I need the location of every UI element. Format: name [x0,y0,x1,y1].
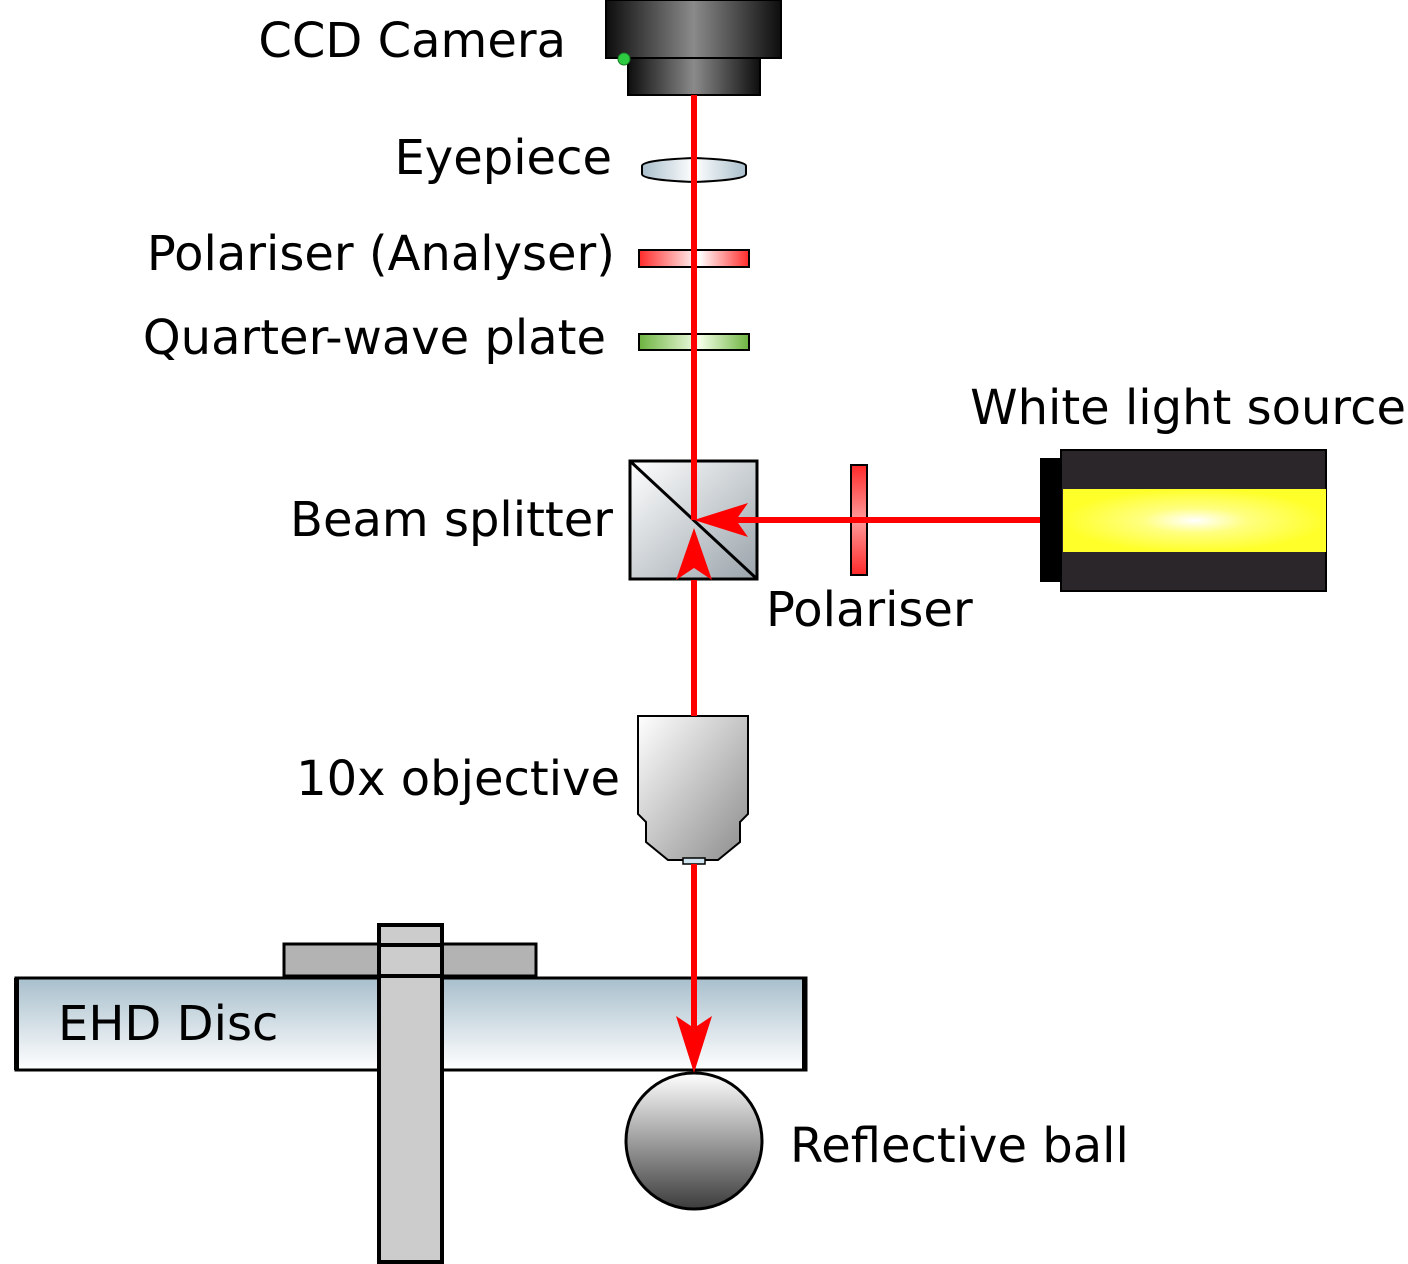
beam-arrow-left [694,503,748,537]
ball-label: Reflective ball [790,1118,1129,1174]
beam-splitter-label: Beam splitter [290,492,613,548]
reflective-ball [624,1071,764,1211]
light-beam [676,95,1040,1073]
ccd-camera-label: CCD Camera [258,13,566,69]
ccd-camera [605,0,782,96]
disc-left-edge [14,978,19,1070]
camera-body [605,0,782,59]
ehd-disc-label: EHD Disc [58,996,278,1052]
objective-lens-body [637,715,749,861]
objective-tip [682,857,706,865]
white-light-label: White light source [970,380,1406,436]
support-column-top [377,923,444,947]
quarter-wave-label: Quarter-wave plate [143,310,606,366]
analyser-label: Polariser (Analyser) [147,226,615,282]
polariser-label: Polariser [766,582,973,638]
beam-arrow-down [676,1016,712,1073]
white-light-source [1040,449,1327,592]
disc-right-edge [802,978,807,1070]
camera-mount [627,57,761,96]
indicator-led [617,52,631,66]
beam-arrow-up [676,528,712,580]
lamp [1063,489,1326,552]
support-column-front [377,974,444,1264]
objective-label: 10x objective [296,751,620,807]
eyepiece-label: Eyepiece [394,130,612,186]
